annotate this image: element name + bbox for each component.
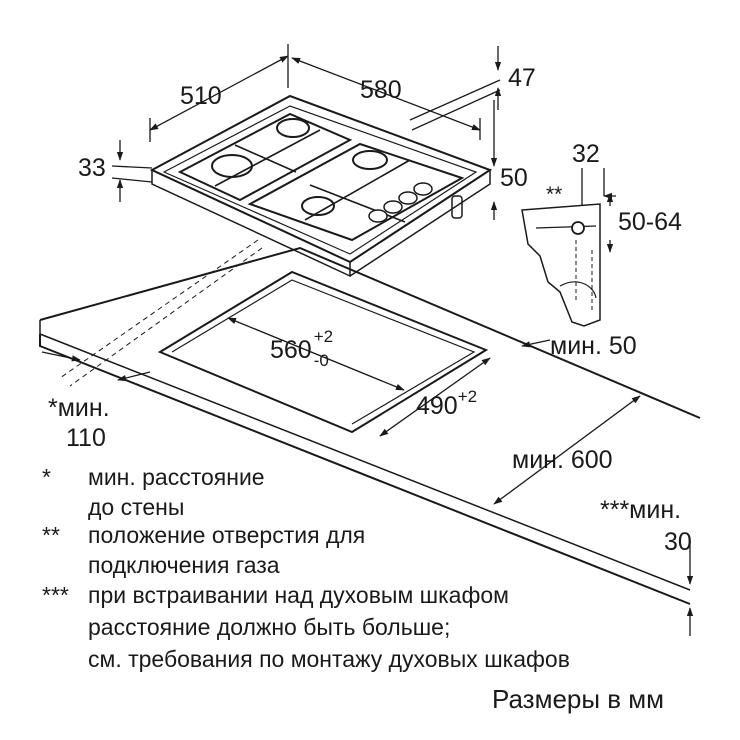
note-mark-2: ** — [42, 522, 60, 548]
dim-min-oven-line2: 30 — [664, 528, 692, 556]
hob-top — [149, 94, 493, 264]
gas-marker: ** — [546, 183, 563, 206]
cutout-depth-value: 490 — [416, 392, 458, 420]
cutout-outer — [157, 270, 489, 434]
dim-gas-height: 50-64 — [618, 208, 682, 236]
dim-hob-height-top: 47 — [508, 64, 536, 92]
gas-profile-dashes — [575, 240, 593, 310]
dim-min-wall-line2: 110 — [66, 424, 106, 452]
cutout-width-value: 560 — [270, 336, 312, 364]
note-mark-1: * — [42, 464, 51, 490]
cutout-width-tol-minus: -0 — [313, 351, 329, 370]
cutout-depth-tolerance: +2 — [457, 387, 478, 406]
note-1-line-1: мин. расстояние — [88, 464, 265, 490]
pan-support-right — [247, 142, 465, 242]
note-3-line-3: см. требования по монтажу духовых шкафов — [88, 646, 570, 672]
dim-min-wall-line1: *мин. — [48, 394, 110, 422]
note-2-line-1: положение отверстия для — [88, 522, 366, 548]
note-1-line-2: до стены — [88, 494, 185, 520]
projection-lines — [59, 239, 263, 387]
note-2-line-2: подключения газа — [88, 552, 280, 578]
pan-support-left — [177, 112, 353, 202]
note-mark-3: *** — [42, 582, 69, 608]
dim-min-oven-line1: ***мин. — [600, 496, 682, 524]
burner-front-left-icon — [211, 154, 253, 178]
gas-connector-icon — [451, 195, 463, 219]
cutout-width-tolerance: +2-0 — [312, 328, 338, 369]
burner-rear-right-icon — [352, 150, 388, 170]
worktop-front-face — [39, 333, 691, 591]
cutout-width-tol-plus: +2 — [313, 327, 334, 346]
dim-min-worktop: мин. 600 — [512, 446, 613, 474]
dimension-lines — [41, 44, 694, 636]
dim-cutout-depth: 490+2 — [416, 388, 477, 420]
gas-inlet-icon — [571, 221, 585, 235]
note-3-line-2: расстояние должно быть больше; — [88, 614, 451, 640]
units-caption: Размеры в мм — [492, 684, 665, 714]
gas-profile-detail — [521, 203, 601, 327]
dim-hob-height-side: 33 — [78, 154, 106, 182]
dim-min-edge: мин. 50 — [550, 332, 637, 360]
hob-front-face — [151, 170, 351, 278]
dim-gas-offset: 32 — [572, 140, 600, 168]
burner-front-right-icon — [301, 196, 335, 216]
control-knobs — [368, 182, 433, 223]
note-3-line-1: при встраивании над духовым шкафом — [88, 582, 509, 608]
hob-right-face — [349, 168, 491, 277]
hob — [149, 94, 493, 278]
dim-hob-height-right: 50 — [500, 164, 528, 192]
dim-cutout-width: 560+2-0 — [270, 328, 338, 369]
worktop — [39, 246, 701, 605]
dim-hob-width: 580 — [360, 76, 402, 104]
worktop-back-edge — [39, 246, 701, 419]
dim-hob-depth: 510 — [180, 82, 222, 110]
